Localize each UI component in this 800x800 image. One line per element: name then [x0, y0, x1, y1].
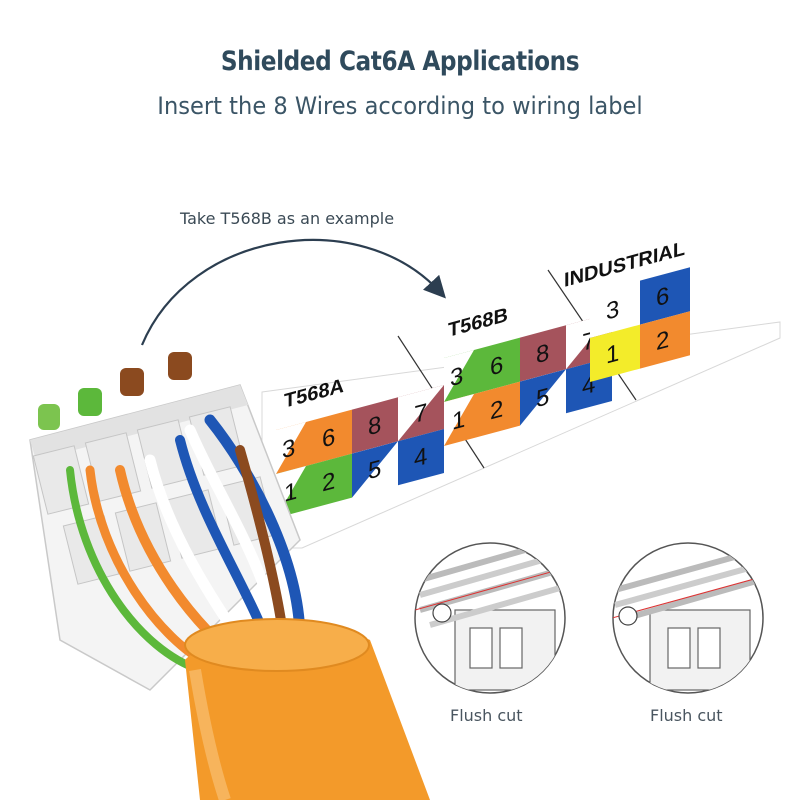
t568b-pin: 8: [536, 339, 549, 369]
t568a-pin: 3: [282, 434, 295, 464]
industrial-pin: 6: [656, 282, 669, 312]
industrial-pin: 3: [606, 296, 619, 326]
flush-cut-caption-left: Flush cut: [450, 706, 523, 725]
t568b-pin: 2: [490, 395, 503, 425]
t568a-pin: 5: [368, 455, 381, 485]
t568a-pin: 6: [322, 423, 335, 453]
example-note: Take T568B as an example: [180, 209, 395, 228]
industrial-label: INDUSTRIAL 3 6 1 2: [564, 238, 690, 382]
example-arrow: [140, 239, 446, 346]
t568b-pin: 3: [450, 362, 463, 392]
cable-jacket: [184, 618, 430, 800]
t568a-pin: 4: [414, 443, 427, 473]
t568a-pin: 2: [322, 467, 335, 497]
t568a-pin: 1: [284, 478, 297, 508]
industrial-pin: 2: [656, 326, 669, 356]
t568b-pin: 6: [490, 351, 503, 381]
t568a-label: T568A 3 6 8 7 1 2 5 4: [276, 375, 444, 518]
flush-cut-inset-right: [612, 542, 764, 694]
t568b-pin: 1: [452, 406, 465, 436]
t568b-pin: 5: [536, 383, 549, 413]
flush-cut-inset-left: [414, 542, 566, 694]
flush-cut-caption-right: Flush cut: [650, 706, 723, 725]
t568a-pin: 8: [368, 411, 381, 441]
page-title: Shielded Cat6A Applications: [220, 46, 580, 77]
t568a-pin: 7: [414, 399, 427, 429]
industrial-pin: 1: [606, 340, 619, 370]
t568b-title: T568B: [448, 304, 508, 342]
page-subtitle: Insert the 8 Wires according to wiring l…: [157, 92, 643, 120]
